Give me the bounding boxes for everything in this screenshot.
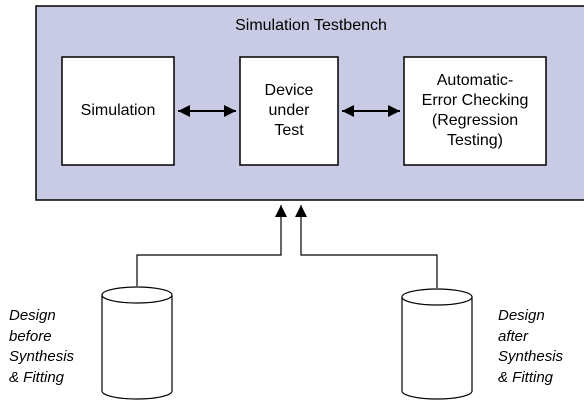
before-db-connector (136, 205, 287, 286)
dut-label: Device under Test (264, 82, 314, 139)
simulation-label: Simulation (80, 102, 156, 119)
checking-block (403, 56, 547, 166)
after-db-cylinder (401, 288, 473, 400)
testbench-title: Simulation Testbench (235, 17, 387, 34)
before-db-label: Design before Synthesis & Fitting (9, 307, 75, 386)
after-db-label: Design after Synthesis & Fitting (498, 307, 564, 386)
after-db-connector (295, 205, 438, 288)
simulation-block (61, 56, 175, 166)
before-db-cylinder (101, 286, 173, 400)
checking-label: Automatic- Error Checking (Regression Te… (421, 72, 529, 149)
dut-block (239, 56, 339, 166)
